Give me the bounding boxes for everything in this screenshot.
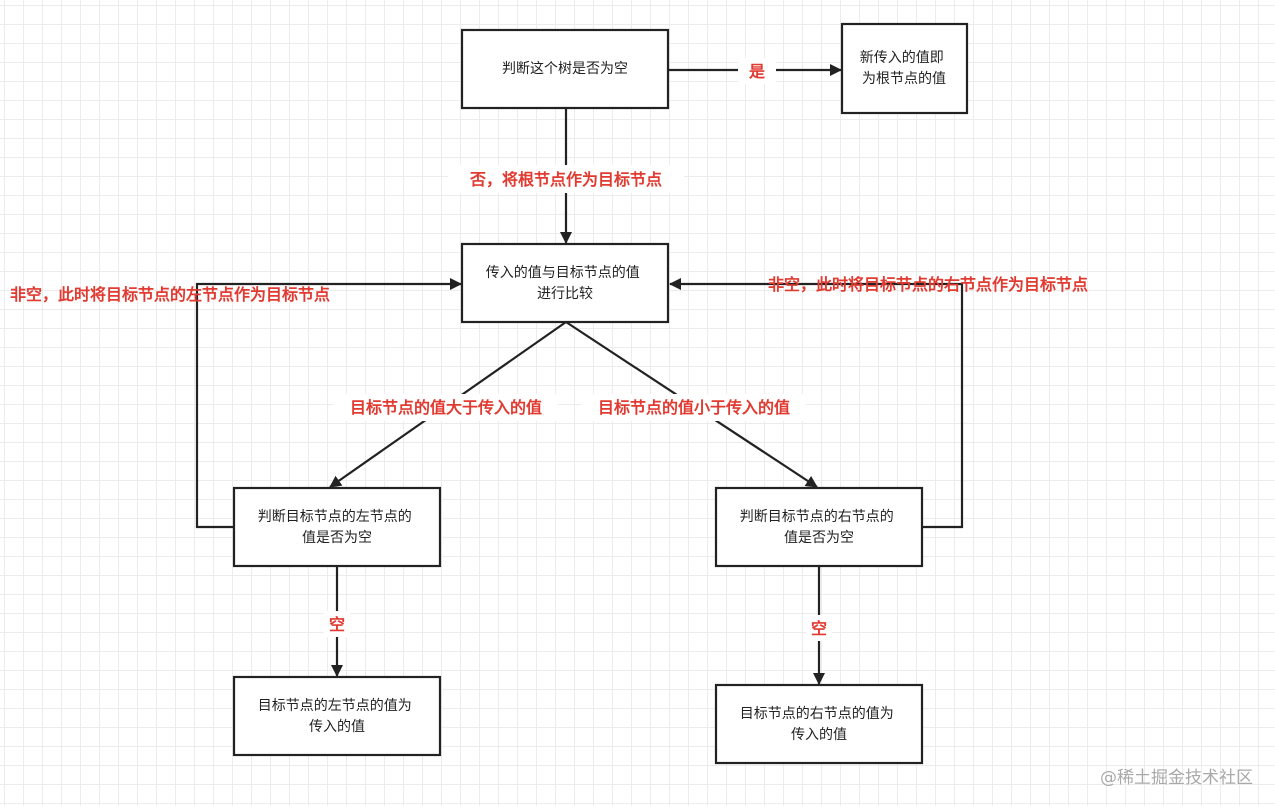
node-compare: 传入的值与目标节点的值 进行比较: [460, 242, 670, 324]
node-line: 传入的值: [309, 719, 365, 735]
node-line: 传入的值与目标节点的值: [486, 265, 640, 281]
svg-text:判断这个树是否为空: 判断这个树是否为空: [502, 60, 628, 77]
node-line: 目标节点的右节点的值为: [740, 706, 894, 722]
node-line: 值是否为空: [784, 530, 854, 546]
edge-label-right-not-empty: 非空，此时将目标节点的右节点作为目标节点: [768, 275, 1088, 294]
node-line: 为根节点的值: [862, 71, 946, 87]
edge-label-left-empty: 空: [329, 615, 345, 634]
svg-text:判断目标节点的右节点的 值是否为空: 判断目标节点的右节点的 值是否为空: [740, 509, 898, 546]
node-line: 值是否为空: [302, 530, 372, 546]
node-set-root: 新传入的值即 为根节点的值: [840, 22, 969, 115]
node-line: 判断这个树是否为空: [502, 60, 628, 77]
node-line: 进行比较: [537, 286, 593, 302]
svg-text:传入的值与目标节点的值 进行比较: 传入的值与目标节点的值 进行比较: [486, 265, 644, 302]
node-line: 传入的值: [791, 727, 847, 743]
node-line: 目标节点的左节点的值为: [258, 698, 412, 714]
node-line: 新传入的值即: [860, 50, 944, 66]
svg-text:新传入的值即 为根节点的值: 新传入的值即 为根节点的值: [860, 50, 948, 87]
svg-text:目标节点的右节点的值为 传入的值: 目标节点的右节点的值为 传入的值: [740, 706, 898, 743]
svg-text:判断目标节点的左节点的 值是否为空: 判断目标节点的左节点的 值是否为空: [258, 509, 416, 546]
node-set-left: 目标节点的左节点的值为 传入的值: [232, 675, 442, 757]
edge-label-target-greater: 目标节点的值大于传入的值: [350, 398, 542, 417]
node-check-left-empty: 判断目标节点的左节点的 值是否为空: [232, 486, 442, 568]
edge-label-left-not-empty: 非空，此时将目标节点的左节点作为目标节点: [10, 285, 330, 304]
edge-label-target-less: 目标节点的值小于传入的值: [598, 398, 790, 417]
node-set-right: 目标节点的右节点的值为 传入的值: [714, 683, 924, 765]
node-line: 判断目标节点的左节点的: [258, 509, 412, 525]
node-check-right-empty: 判断目标节点的右节点的 值是否为空: [714, 486, 924, 568]
watermark: @稀土掘金技术社区: [1100, 768, 1253, 788]
node-line: 判断目标节点的右节点的: [740, 509, 894, 525]
edge-label-yes: 是: [748, 62, 765, 81]
node-check-tree-empty: 判断这个树是否为空: [460, 28, 670, 110]
edge-label-right-empty: 空: [811, 619, 827, 638]
edge-label-no-root-target: 否，将根节点作为目标节点: [469, 170, 662, 189]
svg-text:目标节点的左节点的值为 传入的值: 目标节点的左节点的值为 传入的值: [258, 698, 416, 735]
edge-right-loop: [669, 278, 964, 529]
edge-left-loop: [195, 278, 462, 529]
